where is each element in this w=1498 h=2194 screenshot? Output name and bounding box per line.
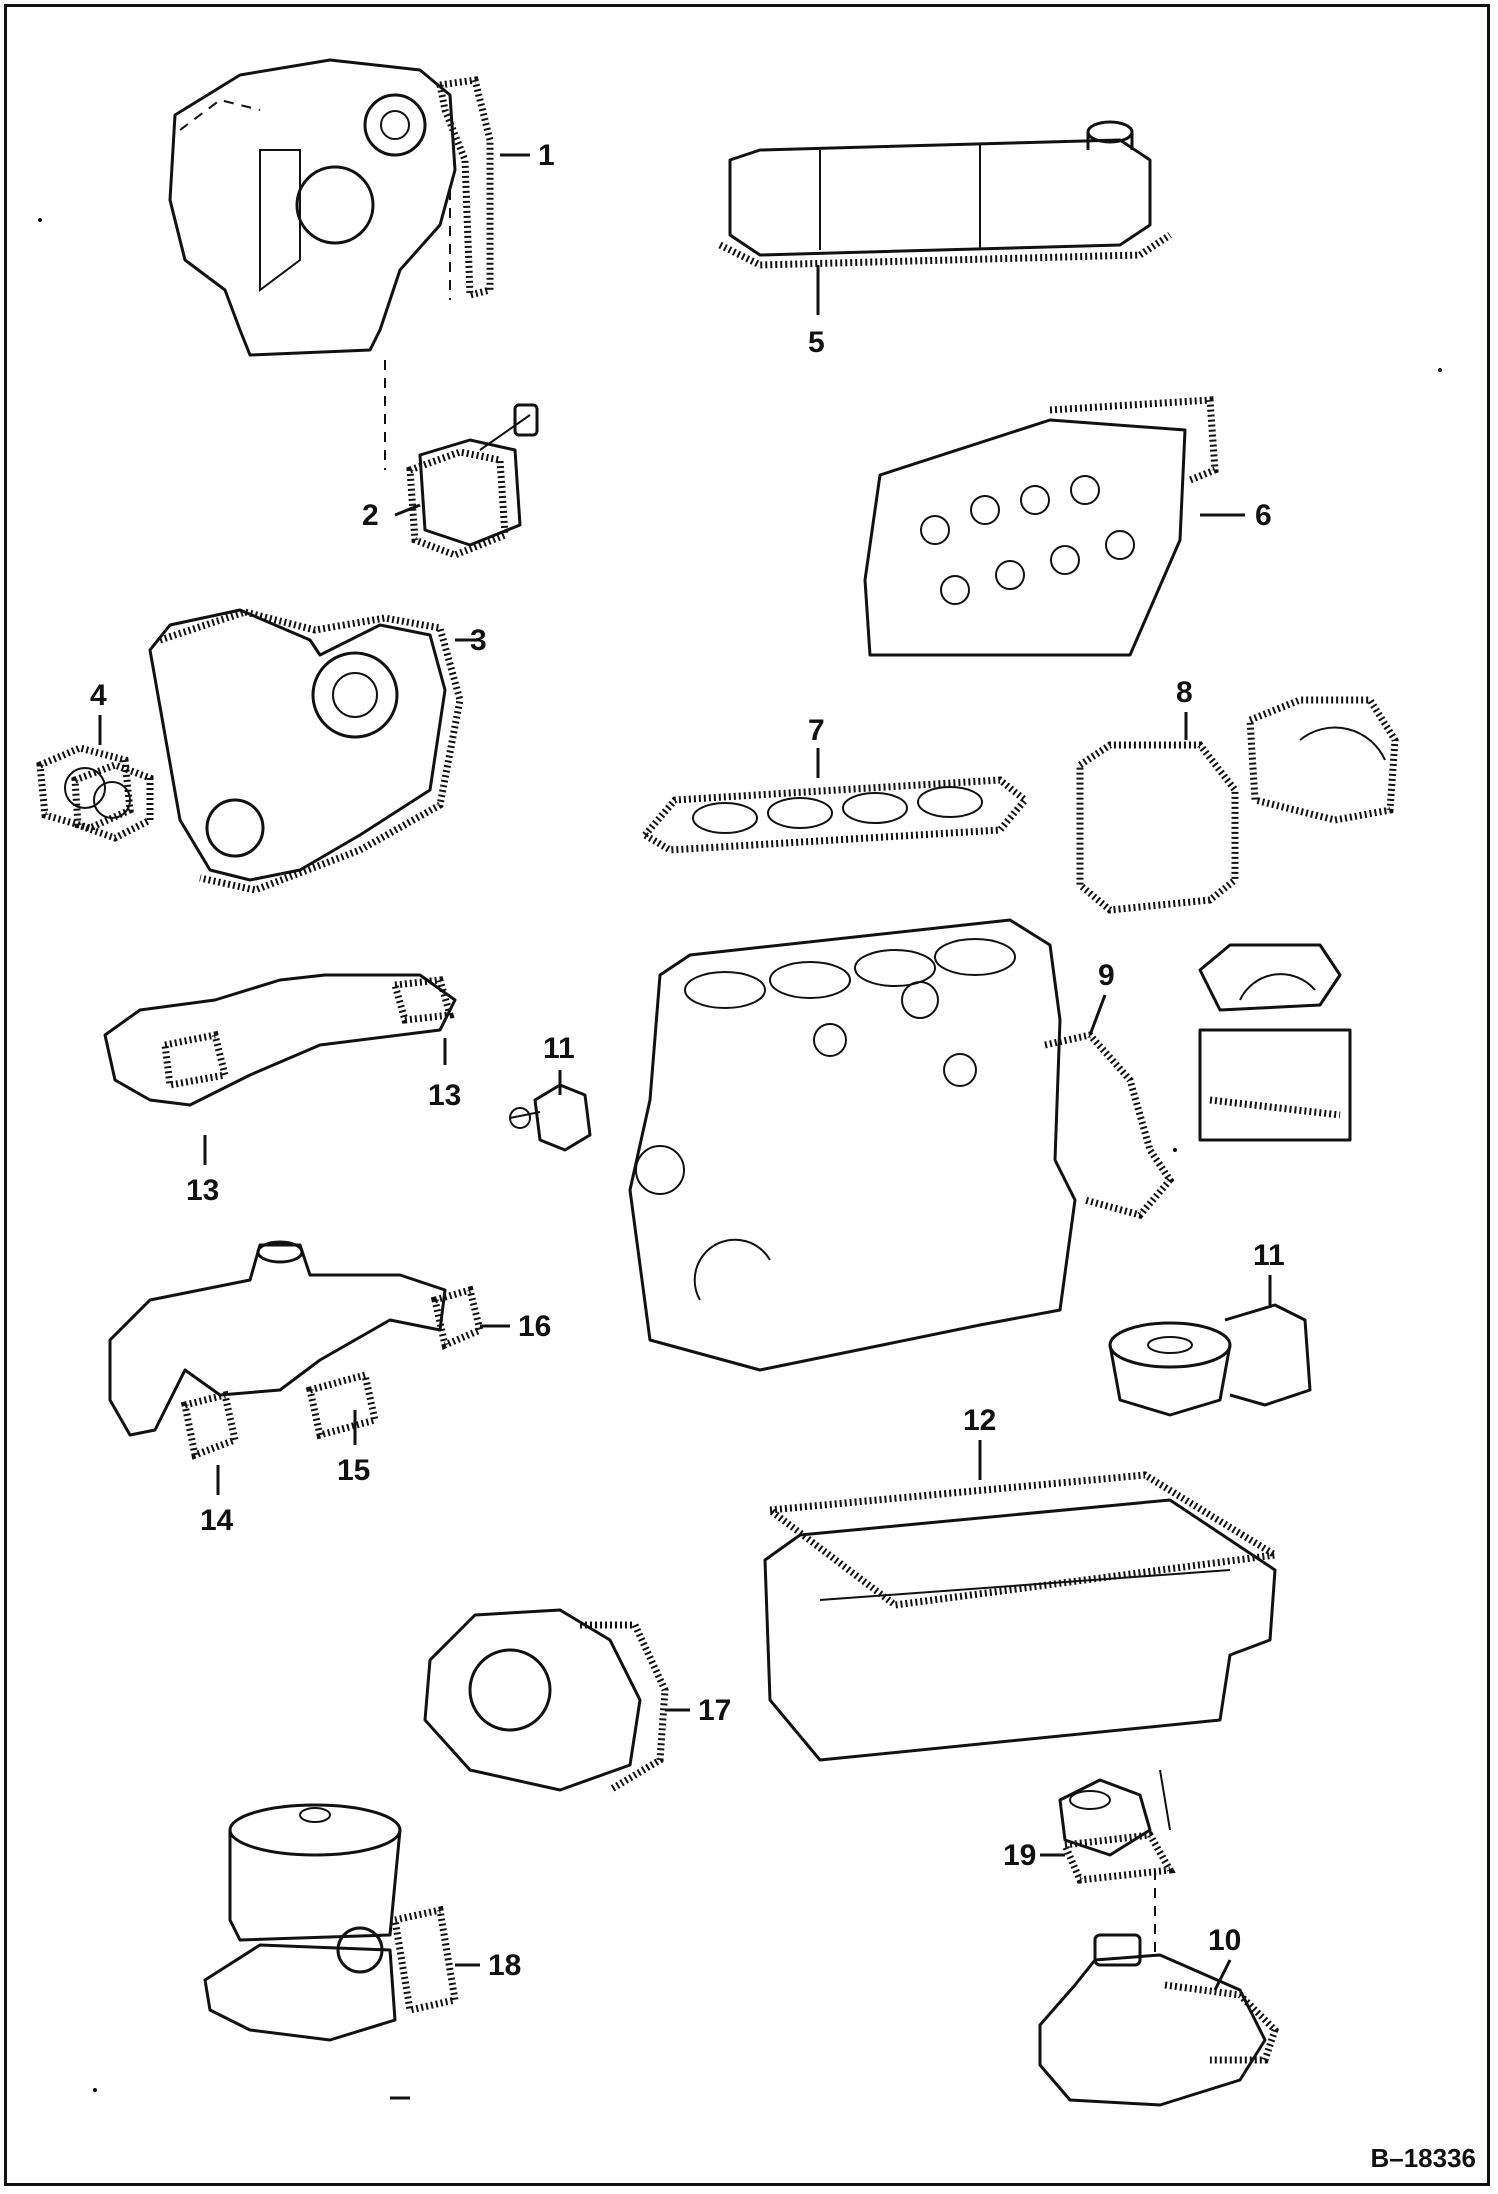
callout-12: 12 (963, 1404, 996, 1437)
cylinder-block (628, 918, 1175, 1372)
cylinder-head (863, 396, 1219, 657)
callout-8: 8 (1176, 676, 1193, 709)
fuel-lift-pump (203, 1803, 459, 2042)
rocker-cover (718, 120, 1172, 269)
callout-5: 5 (808, 326, 825, 359)
flywheel-housing (423, 1608, 669, 1794)
diagram-border (4, 4, 1490, 2186)
oil-sump (760, 1471, 1286, 1762)
callout-15: 15 (337, 1454, 370, 1487)
head-gasket (639, 776, 1030, 854)
callout-14: 14 (200, 1504, 234, 1537)
callout-9: 9 (1098, 959, 1115, 992)
timing-case-backplate (168, 58, 494, 357)
exhaust-manifold (108, 1240, 485, 1460)
callout-4: 4 (90, 679, 107, 712)
callout-13-left: 13 (186, 1174, 219, 1207)
callout-leaders (98, 153, 1272, 1991)
callout-11-lower: 11 (1253, 1239, 1285, 1272)
callout-19: 19 (1003, 1839, 1036, 1872)
inspection-cover-plate (406, 403, 539, 559)
timing-cover (148, 608, 464, 894)
callout-17: 17 (698, 1694, 731, 1727)
rear-oil-seal-housing (1198, 943, 1352, 1142)
scan-specks (38, 218, 1442, 2100)
callout-10: 10 (1208, 1924, 1241, 1957)
water-pump-housing (1038, 1933, 1280, 2107)
thermostat-housing (1058, 1769, 1176, 1884)
callout-3: 3 (470, 624, 487, 657)
callout-18: 18 (488, 1949, 521, 1982)
callout-16: 16 (518, 1310, 551, 1343)
rear-seal-housing-gaskets (1076, 696, 1399, 914)
water-pump-bracket (509, 1083, 592, 1152)
callout-13-right: 13 (428, 1079, 461, 1112)
callout-6: 6 (1255, 499, 1272, 532)
callout-7: 7 (808, 714, 825, 747)
callout-labels: 1 2 3 4 5 6 7 8 9 10 11 11 12 13 13 14 1… (90, 139, 1285, 1982)
callout-1: 1 (538, 139, 555, 172)
oil-filter-housing (1108, 1303, 1312, 1417)
flange-gaskets (36, 744, 154, 842)
inlet-manifold (103, 973, 457, 1107)
callout-2: 2 (362, 499, 379, 532)
callout-11-upper: 11 (543, 1032, 575, 1065)
drawing-number: B–18336 (1370, 2143, 1476, 2173)
